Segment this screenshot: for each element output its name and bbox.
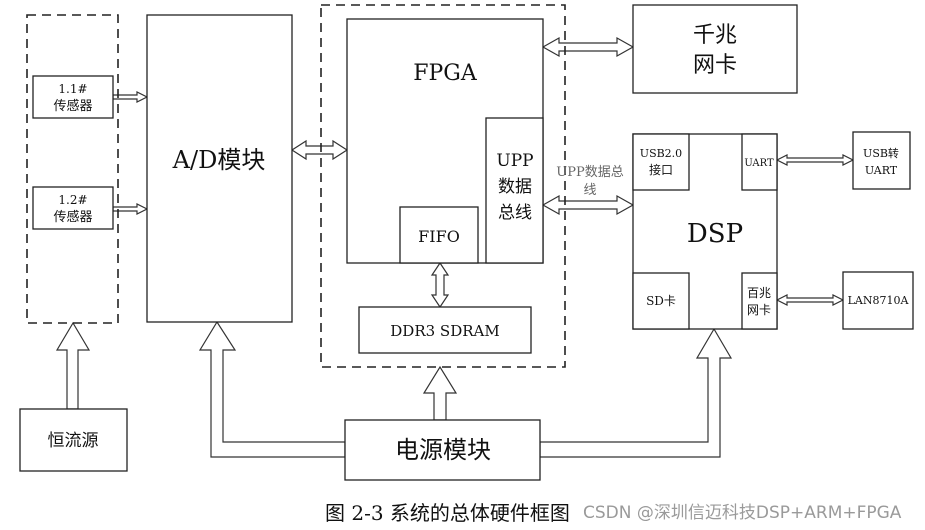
sensor-2-label: 传感器 — [53, 209, 92, 225]
upp-label-1: UPP — [496, 151, 533, 171]
upp-bus-box — [485, 117, 544, 264]
power-to-fpga-arrow — [422, 365, 458, 421]
dsp-nic100-label-2: 网卡 — [747, 303, 771, 317]
sensor-2-id: 1.2# — [58, 193, 87, 207]
sensor-group-frame — [26, 14, 119, 324]
watermark: CSDN @深圳信迈科技DSP+ARM+FPGA — [583, 503, 902, 523]
fifo-ddr3-arrow — [430, 261, 450, 309]
dsp-sd-box — [632, 272, 690, 330]
sensor-1-id: 1.1# — [58, 82, 87, 96]
fifo-label: FIFO — [418, 227, 460, 246]
ad-fpga-bus-arrow — [290, 139, 349, 161]
figure-caption: 图 2-3 系统的总体硬件框图 — [325, 501, 570, 525]
fpga-subsystem-frame — [320, 4, 566, 368]
uart-usb-uart-arrow — [775, 154, 855, 166]
sensor-2-box — [32, 186, 114, 230]
upp-bus-label-1: UPP数据总 — [556, 165, 623, 180]
nic100-lan-arrow — [775, 294, 845, 306]
sensor2-to-ad-arrow — [112, 203, 149, 215]
gigabit-nic-box — [632, 4, 798, 94]
lan8710a-box — [842, 271, 914, 330]
usb-uart-box — [852, 131, 911, 190]
current-source-label: 恒流源 — [48, 431, 99, 451]
power-module-box — [344, 419, 541, 481]
ad-module-label: A/D模块 — [172, 146, 266, 174]
usb-uart-label-2: UART — [865, 164, 898, 177]
ddr3-label: DDR3 SDRAM — [390, 322, 499, 340]
upp-label-3: 总线 — [498, 203, 532, 223]
fpga-gigabit-nic-arrow — [541, 36, 635, 58]
current-source-to-sensors-arrow — [55, 321, 91, 410]
dsp-usb-box — [632, 133, 690, 191]
dsp-uart-label: UART — [744, 158, 774, 169]
ad-module-box — [146, 14, 293, 323]
dsp-nic100-label-1: 百兆 — [747, 286, 771, 300]
upp-bus-arrow — [541, 194, 635, 216]
upp-bus-label-2: 线 — [583, 183, 596, 198]
upp-label-2: 数据 — [498, 177, 532, 197]
power-to-ad-arrow — [198, 320, 346, 458]
current-source-box — [19, 408, 128, 472]
usb-uart-label-1: USB转 — [863, 146, 899, 160]
dsp-nic100-box — [741, 272, 778, 330]
power-module-label: 电源模块 — [395, 436, 491, 464]
lan8710a-label: LAN8710A — [848, 294, 910, 307]
sensor-1-label: 传感器 — [53, 98, 92, 114]
gigabit-nic-label-1: 千兆 — [693, 23, 737, 48]
dsp-sd-label: SD卡 — [646, 294, 676, 308]
fpga-title: FPGA — [413, 61, 478, 86]
power-to-dsp-arrow — [539, 327, 733, 458]
gigabit-nic-label-2: 网卡 — [693, 53, 737, 78]
fifo-box — [399, 206, 479, 264]
dsp-usb-label-1: USB2.0 — [640, 147, 682, 160]
sensor1-to-ad-arrow — [112, 91, 149, 103]
sensor-1-box — [32, 75, 114, 119]
ddr3-box — [358, 306, 532, 354]
dsp-usb-label-2: 接口 — [649, 162, 673, 177]
dsp-uart-box — [741, 133, 778, 191]
dsp-title: DSP — [687, 219, 743, 249]
